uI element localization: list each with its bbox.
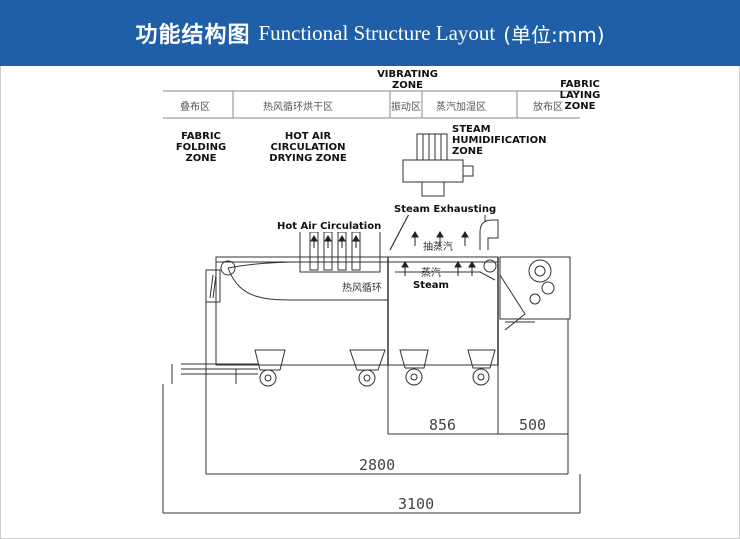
exhaust-fan: [402, 159, 464, 183]
title-unit: (单位:mm): [503, 22, 605, 47]
hot-air-drying-zone-label: HOT AIR CIRCULATION DRYING ZONE: [269, 131, 347, 164]
main-frame: [215, 256, 499, 366]
dimension-2800: 2800: [359, 456, 396, 474]
steam-cn-label: 蒸汽: [421, 268, 441, 279]
fabric-laying-zone-label: FABRIC LAYING ZONE: [559, 79, 601, 112]
dimension-856: 856: [429, 416, 457, 434]
steam-duct: [416, 133, 448, 161]
strip-folding-cn: 叠布区: [180, 102, 210, 113]
hot-air-cn-label: 热风循环: [342, 283, 382, 294]
steam-humidification-zone-label: STEAM HUMIDIFICATION ZONE: [452, 124, 547, 157]
exhaust-cn-label: 抽蒸汽: [423, 242, 453, 253]
header-bar: 功能结构图 Functional Structure Layout (单位:mm…: [0, 0, 740, 66]
strip-steam-cn: 蒸汽加湿区: [436, 102, 486, 113]
strip-drying-cn: 热风循环烘干区: [263, 102, 333, 113]
fabric-folding-zone-label: FABRIC FOLDING ZONE: [175, 131, 227, 164]
vibrating-zone-label: VIBRATING ZONE: [377, 69, 438, 91]
strip-laying-cn: 放布区: [533, 102, 563, 113]
dimension-500: 500: [519, 416, 547, 434]
title-chinese: 功能结构图: [135, 23, 251, 48]
laying-frame: [499, 256, 571, 320]
dimension-3100: 3100: [398, 495, 435, 513]
steam-exhausting-callout: Steam Exhausting: [394, 204, 497, 215]
strip-vibrating-cn: 振动区: [391, 102, 421, 113]
steam-callout: Steam: [413, 280, 449, 291]
title-english: Functional Structure Layout: [258, 20, 496, 45]
hot-air-circulation-callout: Hot Air Circulation: [277, 221, 382, 232]
